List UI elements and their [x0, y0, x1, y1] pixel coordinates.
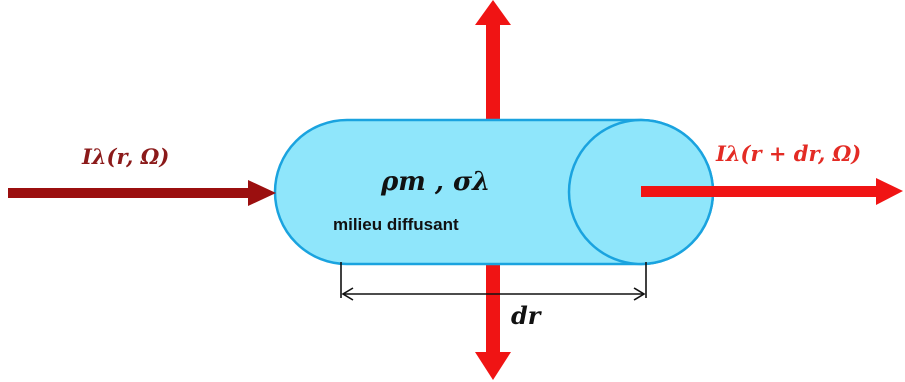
incoming-intensity-label: Iλ(r, Ω)	[81, 144, 169, 169]
arrowhead-down-icon	[475, 352, 511, 380]
length-dimension	[340, 262, 647, 301]
arrowhead-right-icon	[876, 178, 903, 205]
arrowhead-up-icon	[475, 0, 511, 25]
outgoing-intensity-label: Iλ(r + dr, Ω)	[715, 141, 861, 166]
arrowhead-right-icon	[248, 180, 276, 206]
medium-name-label: milieu diffusant	[333, 215, 459, 234]
medium-properties-label: ρm , σλ	[380, 167, 490, 197]
outgoing-arrow	[641, 178, 903, 205]
element-length-label: dr	[511, 301, 543, 330]
incoming-arrow	[8, 180, 276, 206]
